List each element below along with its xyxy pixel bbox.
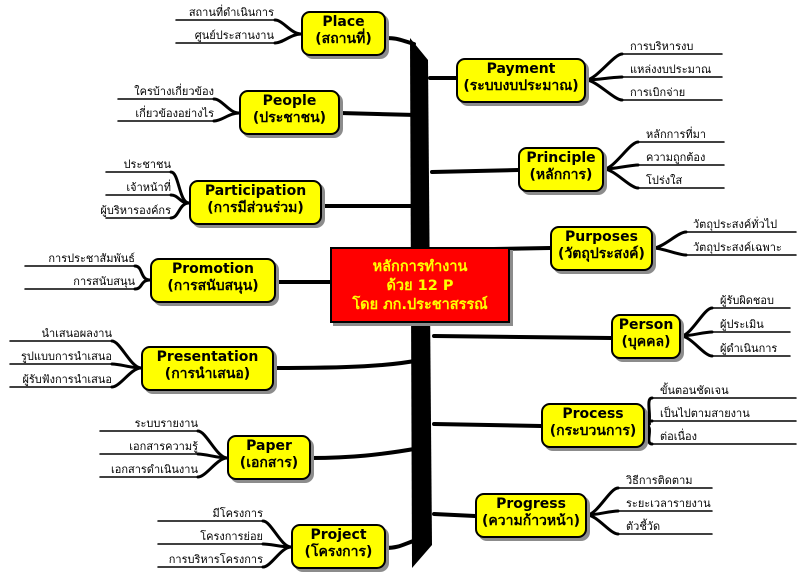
central-topic-line-3: โดย ภก.ประชาสรรณ์ bbox=[352, 297, 488, 313]
leaf-progress-1: วิธีการติดตาม bbox=[626, 474, 693, 487]
node-place-subtitle: (สถานที่) bbox=[315, 31, 372, 47]
leaf-promotion-2: การสนับสนุน bbox=[73, 275, 135, 288]
node-promotion-subtitle: (การสนับสนุน) bbox=[167, 278, 259, 294]
node-presentation-title: Presentation bbox=[156, 349, 259, 365]
leaf-people-1: ใครบ้างเกี่ยวข้อง bbox=[134, 85, 214, 98]
leaf-paper-3: เอกสารดำเนินงาน bbox=[110, 463, 198, 476]
leaf-people-2: เกี่ยวข้องอย่างไร bbox=[135, 107, 214, 120]
leaf-person-2: ผู้ประเมิน bbox=[720, 318, 764, 331]
node-purposes: Purposes (วัตถุประสงค์) bbox=[550, 226, 653, 271]
leaf-project-3: การบริหารโครงการ bbox=[168, 553, 263, 566]
node-purposes-subtitle: (วัตถุประสงค์) bbox=[558, 246, 645, 262]
node-project-title: Project bbox=[310, 527, 367, 543]
leaf-process-1: ขั้นตอนชัดเจน bbox=[660, 384, 729, 397]
leaf-place-2: ศูนย์ประสานงาน bbox=[194, 29, 274, 42]
leaf-project-2: โครงการย่อย bbox=[200, 530, 263, 543]
node-presentation-subtitle: (การนำเสนอ) bbox=[164, 366, 251, 382]
leaf-progress-3: ตัวชี้วัด bbox=[626, 520, 661, 533]
node-principle-subtitle: (หลักการ) bbox=[529, 167, 593, 183]
leaf-purposes-2: วัตถุประสงค์เฉพาะ bbox=[693, 241, 782, 254]
node-people: People (ประชาชน) bbox=[239, 90, 340, 135]
node-process-subtitle: (กระบวนการ) bbox=[549, 423, 637, 439]
node-paper: Paper (เอกสาร) bbox=[227, 435, 311, 480]
central-topic: หลักการทำงาน ด้วย 12 P โดย ภก.ประชาสรรณ์ bbox=[330, 247, 510, 323]
leaf-presentation-2: รูปแบบการนำเสนอ bbox=[21, 350, 112, 363]
node-process: Process (กระบวนการ) bbox=[541, 403, 645, 448]
node-participation: Participation (การมีส่วนร่วม) bbox=[189, 180, 322, 225]
node-person-subtitle: (บุคคล) bbox=[621, 334, 671, 350]
node-paper-title: Paper bbox=[246, 438, 292, 454]
leaf-paper-1: ระบบรายงาน bbox=[134, 417, 198, 430]
leaf-process-2: เป็นไปตามสายงาน bbox=[660, 407, 750, 420]
leaf-payment-2: แหล่งงบประมาณ bbox=[630, 63, 712, 76]
node-payment-title: Payment bbox=[486, 61, 556, 77]
node-promotion: Promotion (การสนับสนุน) bbox=[150, 258, 276, 303]
leaf-purposes-1: วัตถุประสงค์ทั่วไป bbox=[693, 218, 778, 231]
leaf-principle-3: โปร่งใส bbox=[646, 174, 683, 187]
node-presentation: Presentation (การนำเสนอ) bbox=[141, 346, 274, 391]
node-project: Project (โครงการ) bbox=[291, 524, 386, 569]
leaf-presentation-3: ผู้รับฟังการนำเสนอ bbox=[22, 373, 112, 386]
leaf-principle-2: ความถูกต้อง bbox=[646, 151, 706, 164]
node-process-title: Process bbox=[562, 406, 624, 422]
node-principle: Principle (หลักการ) bbox=[518, 147, 604, 192]
node-project-subtitle: (โครงการ) bbox=[304, 544, 373, 560]
node-person-title: Person bbox=[618, 317, 674, 333]
node-progress-subtitle: (ความก้าวหน้า) bbox=[482, 513, 580, 529]
node-paper-subtitle: (เอกสาร) bbox=[239, 455, 299, 471]
leaf-participation-1: ประชาชน bbox=[123, 158, 171, 171]
central-topic-line-2: ด้วย 12 P bbox=[386, 278, 454, 294]
leaf-participation-2: เจ้าหน้าที่ bbox=[126, 181, 171, 194]
leaf-project-1: มีโครงการ bbox=[212, 507, 263, 520]
node-person: Person (บุคคล) bbox=[611, 314, 681, 359]
node-progress-title: Progress bbox=[496, 496, 566, 512]
leaf-person-1: ผู้รับผิดชอบ bbox=[720, 294, 774, 307]
node-participation-subtitle: (การมีส่วนร่วม) bbox=[207, 200, 304, 216]
node-progress: Progress (ความก้าวหน้า) bbox=[475, 493, 587, 538]
node-purposes-title: Purposes bbox=[565, 229, 638, 245]
leaf-payment-3: การเบิกจ่าย bbox=[630, 86, 686, 99]
node-participation-title: Participation bbox=[204, 183, 307, 199]
leaf-principle-1: หลักการที่มา bbox=[646, 128, 707, 141]
leaf-paper-2: เอกสารความรู้ bbox=[129, 440, 198, 453]
node-payment: Payment (ระบบงบประมาณ) bbox=[456, 58, 586, 103]
leaf-person-3: ผู้ดำเนินการ bbox=[720, 342, 778, 355]
leaf-progress-2: ระยะเวลารายงาน bbox=[626, 497, 711, 510]
central-topic-line-1: หลักการทำงาน bbox=[372, 259, 468, 275]
leaf-process-3: ต่อเนื่อง bbox=[660, 430, 698, 443]
leaf-place-1: สถานที่ดำเนินการ bbox=[188, 6, 274, 19]
node-principle-title: Principle bbox=[526, 150, 596, 166]
leaf-participation-3: ผู้บริหารองค์กร bbox=[100, 204, 171, 217]
node-promotion-title: Promotion bbox=[171, 261, 255, 277]
node-payment-subtitle: (ระบบงบประมาณ) bbox=[463, 78, 579, 94]
node-people-title: People bbox=[262, 93, 317, 109]
node-people-subtitle: (ประชาชน) bbox=[252, 110, 327, 126]
leaf-promotion-1: การประชาสัมพันธ์ bbox=[48, 252, 135, 265]
node-place-title: Place bbox=[322, 14, 365, 30]
leaf-presentation-1: นำเสนอผลงาน bbox=[41, 327, 112, 340]
leaf-payment-1: การบริหารงบ bbox=[630, 40, 694, 53]
node-place: Place (สถานที่) bbox=[301, 11, 386, 56]
